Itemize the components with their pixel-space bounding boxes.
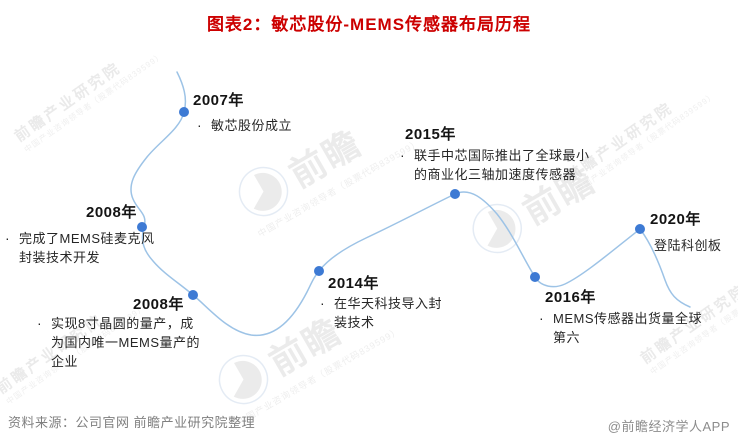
timeline-path [130, 71, 691, 337]
milestone-line: 实现8寸晶圆的量产，成 [51, 316, 194, 331]
bullet-icon: · [37, 315, 42, 331]
milestone-dot-2020 [635, 224, 645, 234]
milestone-line: 完成了MEMS硅麦克风 [19, 231, 155, 246]
milestone-dot-2008b [188, 290, 198, 300]
milestone-detail-2007: · 敏芯股份成立 [197, 116, 292, 135]
milestone-year-2020: 2020年 [650, 211, 701, 228]
bullet-icon: · [5, 230, 10, 246]
milestone-line: MEMS传感器出货量全球 [553, 311, 703, 326]
milestone-dot-2015 [450, 189, 460, 199]
milestone-line: 的商业化三轴加速度传感器 [414, 167, 577, 182]
milestone-line: 在华天科技导入封 [334, 296, 443, 311]
milestone-line: 登陆科创板 [654, 238, 722, 253]
milestone-detail-2008a: · 完成了MEMS硅麦克风 封装技术开发 [5, 229, 155, 267]
milestone-year-2016: 2016年 [545, 289, 596, 306]
bullet-icon: · [320, 295, 325, 311]
milestone-line: 联手中芯国际推出了全球最小 [414, 148, 590, 163]
bullet-icon: · [400, 147, 405, 163]
milestone-year-2008b: 2008年 [133, 296, 184, 313]
milestone-detail-2008b: · 实现8寸晶圆的量产，成 为国内唯一MEMS量产的 企业 [37, 314, 200, 371]
milestone-dot-2007 [179, 107, 189, 117]
milestone-line: 企业 [51, 354, 79, 369]
milestone-detail-2020: 登陆科创板 [654, 236, 722, 255]
milestone-dot-2014 [314, 266, 324, 276]
milestone-detail-2015: · 联手中芯国际推出了全球最小 的商业化三轴加速度传感器 [400, 146, 590, 184]
milestone-line: 为国内唯一MEMS量产的 [51, 335, 201, 350]
milestone-year-2008a: 2008年 [86, 204, 137, 221]
milestone-detail-2016: · MEMS传感器出货量全球 第六 [539, 309, 702, 347]
milestone-detail-2014: · 在华天科技导入封 装技术 [320, 294, 442, 332]
milestone-line: 第六 [553, 330, 581, 345]
milestone-dot-2008a [137, 222, 147, 232]
milestone-year-2007: 2007年 [193, 92, 244, 109]
bullet-icon: · [539, 310, 544, 326]
milestone-line: 装技术 [334, 315, 375, 330]
bullet-icon: · [197, 117, 202, 133]
source-note: 资料来源：公司官网 前瞻产业研究院整理 [8, 415, 256, 430]
milestone-dot-2016 [530, 272, 540, 282]
milestone-line: 封装技术开发 [19, 250, 101, 265]
milestone-line: 敏芯股份成立 [211, 118, 293, 133]
credit-note: @前瞻经济学人APP [607, 419, 730, 434]
milestone-year-2014: 2014年 [328, 275, 379, 292]
chart-title: 图表2：敏芯股份-MEMS传感器布局历程 [206, 15, 532, 34]
milestone-year-2015: 2015年 [405, 126, 456, 143]
